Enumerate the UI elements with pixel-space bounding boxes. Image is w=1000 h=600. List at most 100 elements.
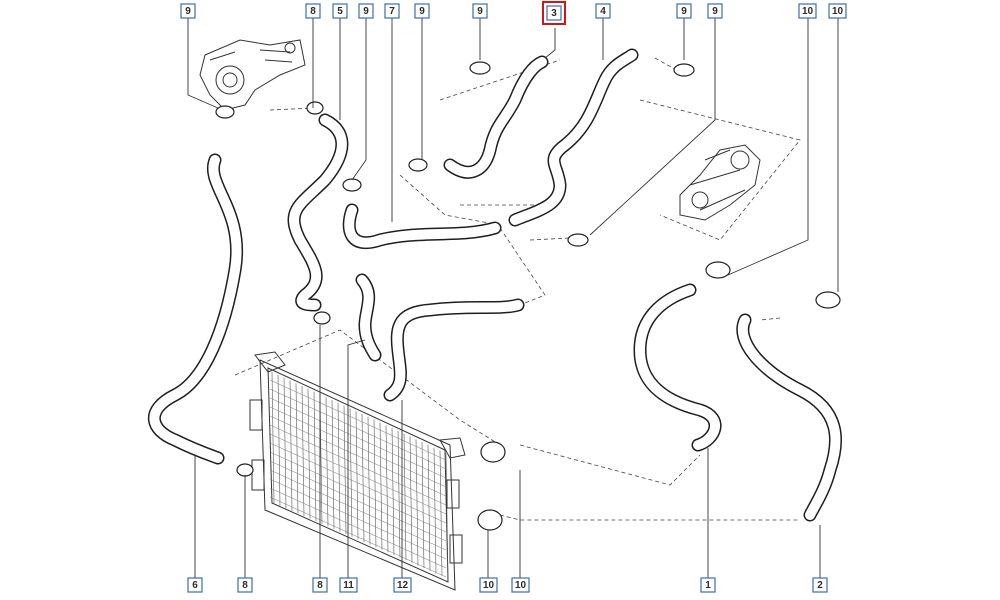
callout-number: 9: [363, 6, 369, 17]
callout-box: [546, 5, 562, 21]
radiator-fin-row: [269, 388, 447, 470]
radiator: [249, 351, 466, 591]
callout-number: 7: [389, 6, 395, 17]
radiator-fin: [355, 411, 359, 540]
callout-8: 8: [312, 577, 328, 593]
radiator-fin: [361, 413, 365, 543]
callout-box: [511, 577, 530, 593]
radiator-fin: [349, 408, 353, 537]
radiator-fin: [277, 374, 281, 506]
callout-10: 10: [511, 577, 530, 593]
radiator-fin-row: [269, 442, 447, 524]
callout-number: 10: [515, 580, 527, 591]
radiator-fin: [415, 439, 419, 566]
callout-box: [339, 577, 358, 593]
radiator-fin-row: [269, 478, 447, 560]
callout-11: 11: [339, 577, 358, 593]
radiator-fin: [421, 441, 425, 569]
radiator-fin-row: [269, 451, 447, 533]
radiator-fin: [391, 427, 395, 556]
callout-number: 9: [712, 6, 718, 17]
radiator-fin: [289, 380, 293, 511]
callout-leader-lines: [187, 18, 839, 580]
callout-number: 3: [551, 8, 557, 19]
radiator-fin-row: [269, 460, 447, 542]
radiator-fin: [445, 453, 449, 579]
radiator-fin: [331, 399, 335, 530]
radiator-fin: [427, 444, 431, 571]
callout-9: 9: [707, 3, 723, 19]
callout-5: 5: [332, 3, 348, 19]
callout-9: 9: [472, 3, 488, 19]
callout-10: 10: [828, 3, 847, 19]
radiator-fin-row: [269, 415, 447, 497]
callout-12: 12: [393, 577, 412, 593]
radiator-core-fins: [269, 371, 449, 579]
radiator-fin: [439, 450, 443, 576]
radiator-fin: [403, 433, 407, 561]
radiator-fin: [385, 425, 389, 553]
radiator-fin: [337, 402, 341, 532]
callout-box: [798, 3, 817, 19]
callout-number: 9: [477, 6, 483, 17]
callout-box: [812, 577, 828, 593]
callout-7: 7: [384, 3, 400, 19]
radiator-fin: [397, 430, 401, 558]
callout-9: 9: [180, 3, 196, 19]
callout-box: [595, 3, 611, 19]
callout-9: 9: [676, 3, 692, 19]
callout-number: 9: [419, 6, 425, 17]
callout-10: 10: [479, 577, 498, 593]
callout-box: [237, 577, 253, 593]
callout-box: [384, 3, 400, 19]
callout-box: [472, 3, 488, 19]
radiator-fin: [271, 371, 275, 504]
callout-number: 12: [397, 580, 409, 591]
radiator-fin: [379, 422, 383, 550]
radiator-fin: [283, 377, 287, 509]
callout-number: 8: [317, 580, 323, 591]
radiator-fin: [295, 383, 299, 514]
callout-number: 9: [185, 6, 191, 17]
callout-number: 4: [600, 6, 606, 17]
callout-box: [180, 3, 196, 19]
callout-box: [358, 3, 374, 19]
hose-clamps: [215, 61, 841, 531]
radiator-fin: [343, 405, 347, 535]
radiator-fin: [325, 397, 329, 527]
callout-9: 9: [414, 3, 430, 19]
callout-box: [707, 3, 723, 19]
callout-number: 6: [192, 580, 198, 591]
coolant-outlet-housing: [679, 144, 761, 221]
callout-box: [479, 577, 498, 593]
callout-2: 2: [812, 577, 828, 593]
callout-number: 11: [343, 580, 354, 591]
highlight-frame: [542, 1, 566, 25]
callout-1: 1: [700, 577, 716, 593]
radiator-fin: [313, 391, 317, 522]
hoses: [147, 48, 842, 522]
radiator-fin-row: [269, 496, 447, 578]
callout-8: 8: [305, 3, 321, 19]
callout-box: [828, 3, 847, 19]
callout-number: 5: [337, 6, 343, 17]
callout-box: [332, 3, 348, 19]
callout-4: 4: [595, 3, 611, 19]
radiator-fin: [367, 416, 371, 545]
callout-box: [700, 577, 716, 593]
callout-number: 10: [483, 580, 495, 591]
callout-number: 9: [681, 6, 687, 17]
callout-box: [305, 3, 321, 19]
radiator-fin-row: [269, 406, 447, 488]
radiator-fin-row: [269, 424, 447, 506]
radiator-fin: [307, 388, 311, 519]
callout-number: 1: [705, 580, 711, 591]
callout-6: 6: [187, 577, 203, 593]
radiator-fin: [301, 385, 305, 517]
thermostat-housing: [199, 39, 306, 111]
callout-box: [414, 3, 430, 19]
callout-9: 9: [358, 3, 374, 19]
radiator-fin: [373, 419, 377, 548]
callout-3: 3: [542, 1, 566, 25]
